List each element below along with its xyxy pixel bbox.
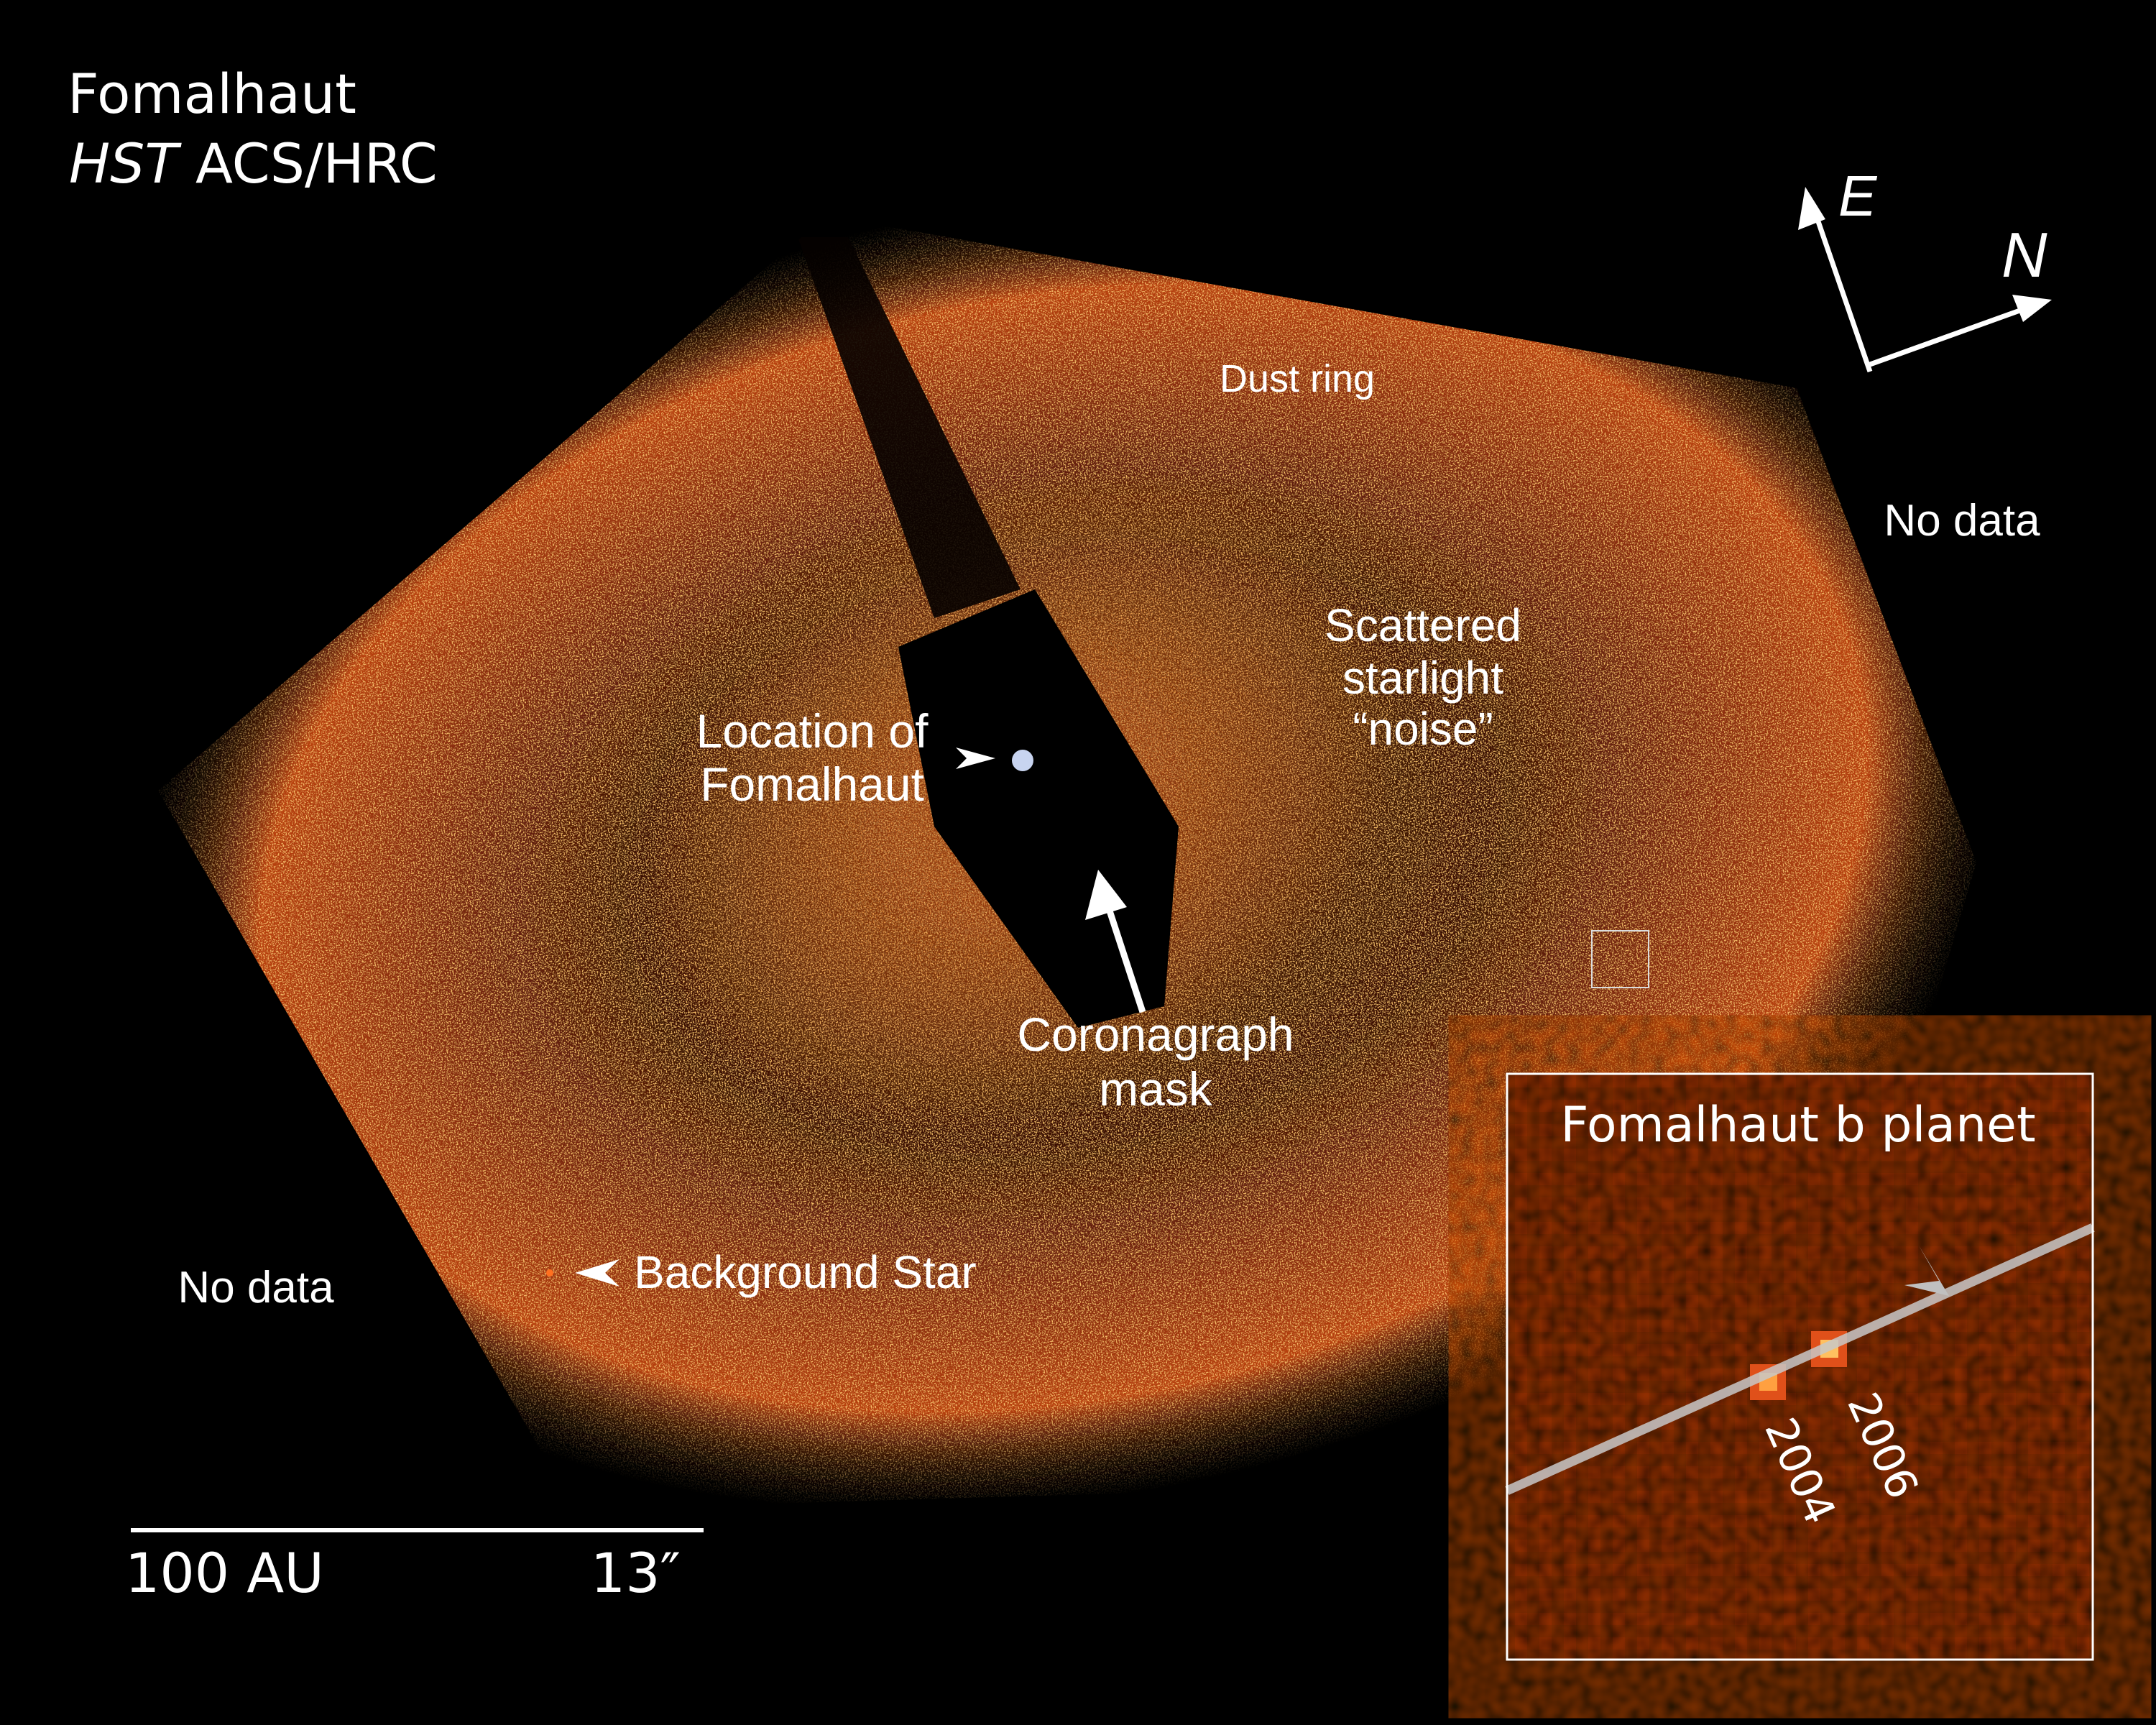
coronagraph-mask-region	[898, 589, 1179, 1028]
location-of-fomalhaut-label: Location of Fomalhaut	[696, 704, 929, 811]
scattered-starlight-label: Scattered starlight “noise”	[1325, 599, 1521, 755]
compass-east-label: E	[1838, 164, 1878, 228]
svg-text:mask: mask	[1099, 1062, 1213, 1116]
location-arrowhead-icon	[956, 748, 995, 769]
background-star-label: Background Star	[634, 1246, 977, 1298]
orbit-path-line	[1505, 1223, 2095, 1495]
svg-text:Location of: Location of	[696, 704, 929, 758]
coronagraph-arrow-line	[1103, 901, 1146, 1013]
compass-north-label: N	[2001, 219, 2047, 290]
planet-inset: Fomalhaut b planet 2004 2006	[1505, 1072, 2095, 1661]
svg-text:Fomalhaut: Fomalhaut	[700, 758, 924, 811]
scale-distance-label: 100 AU	[125, 1541, 324, 1605]
north-arrow-line	[1869, 303, 2035, 367]
svg-text:Coronagraph: Coronagraph	[1017, 1008, 1294, 1061]
orbit-arrowhead-icon	[1904, 1246, 1949, 1296]
title-line1: Fomalhaut	[68, 62, 356, 126]
inset-border	[1506, 1072, 2094, 1661]
coronagraph-mask-label: Coronagraph mask	[1017, 1008, 1294, 1116]
background-star-arrowhead-icon	[575, 1259, 619, 1287]
no-data-left-label: No data	[178, 1263, 334, 1312]
no-data-right-label: No data	[1884, 496, 2040, 546]
title-line2: HST ACS/HRC	[69, 132, 438, 196]
fomalhaut-star-dot	[1012, 750, 1033, 771]
svg-text:starlight: starlight	[1342, 652, 1503, 704]
svg-text:Scattered: Scattered	[1325, 599, 1521, 651]
coronagraph-arrowhead-icon	[1085, 870, 1127, 920]
east-arrowhead-icon	[1798, 187, 1825, 230]
diffraction-spike	[798, 237, 1021, 618]
compass	[1798, 187, 2052, 373]
north-arrowhead-icon	[2012, 295, 2052, 322]
planet-location-box	[1591, 930, 1649, 988]
inset-title: Fomalhaut b planet	[1560, 1097, 2035, 1154]
svg-text:“noise”: “noise”	[1353, 703, 1493, 755]
scale-angle-label: 13″	[591, 1541, 681, 1605]
east-arrow-line	[1810, 203, 1873, 373]
background-star-dot	[546, 1269, 553, 1276]
dust-ring-label: Dust ring	[1220, 357, 1375, 400]
